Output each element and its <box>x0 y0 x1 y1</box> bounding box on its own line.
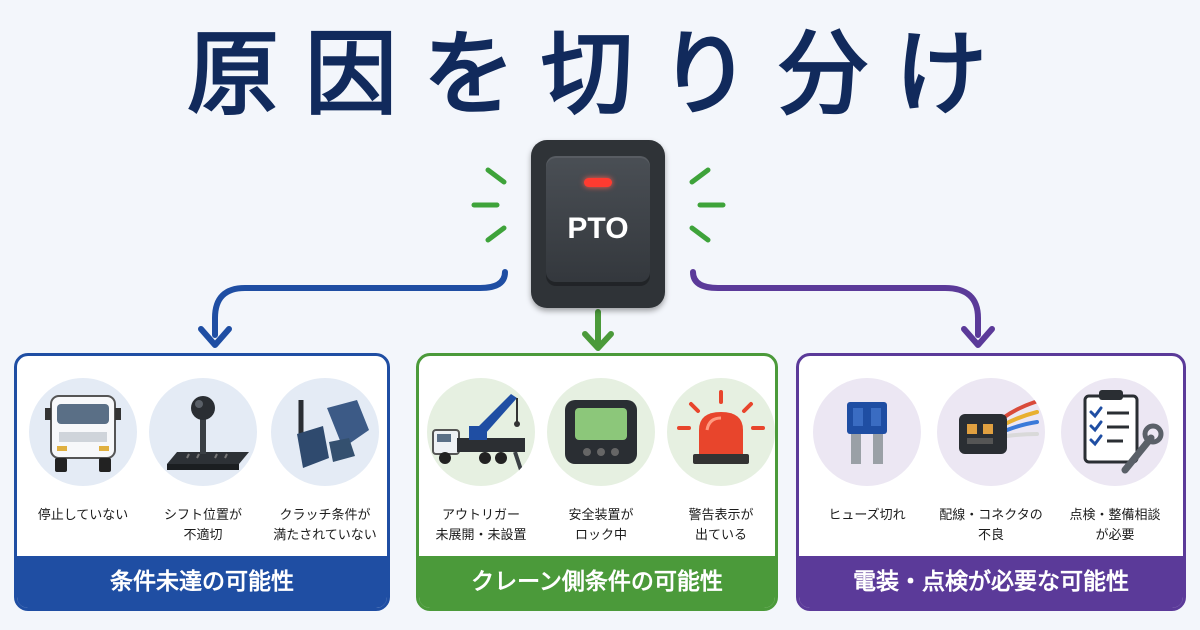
panel-footer-condition: 条件未達の可能性 <box>17 556 387 608</box>
arrow-head-green <box>582 331 614 351</box>
item-label: アウトリガー 未展開・未設置 <box>435 508 527 543</box>
truck-icon <box>29 378 137 486</box>
panel-footer-crane: クレーン側条件の可能性 <box>419 556 775 608</box>
shift-lever-icon <box>149 378 257 486</box>
item-label: 配線・コネクタの 不良 <box>939 508 1043 543</box>
safety-monitor-icon <box>547 378 655 486</box>
item-outrigger: アウトリガー 未展開・未設置 <box>425 378 537 546</box>
item-shift-position: シフト位置が 不適切 <box>147 378 259 546</box>
crane-truck-icon <box>427 378 535 486</box>
warning-light-icon <box>667 378 775 486</box>
item-label: クラッチ条件が 満たされていない <box>273 508 377 543</box>
pto-switch-rocker: PTO <box>546 156 650 286</box>
arrow-to-electrical-panel <box>690 269 981 338</box>
arrow-to-condition-panel <box>212 269 508 338</box>
arrow-head-blue <box>198 326 232 348</box>
spark-lines <box>471 167 726 243</box>
item-label: 停止していない <box>37 508 129 523</box>
connector-icon <box>937 378 1045 486</box>
fuse-icon <box>813 378 921 486</box>
item-label: ヒューズ切れ <box>828 508 906 523</box>
item-label: 警告表示が 出ている <box>688 508 754 543</box>
item-label: シフト位置が 不適切 <box>163 508 242 543</box>
checklist-wrench-icon <box>1061 378 1169 486</box>
item-inspection: 点検・整備相談 が必要 <box>1059 378 1171 546</box>
item-clutch-condition: クラッチ条件が 満たされていない <box>269 378 381 546</box>
panel-footer-electrical: 電装・点検が必要な可能性 <box>799 556 1183 608</box>
item-fuse: ヒューズ切れ <box>811 378 923 526</box>
panel-electrical: ヒューズ切れ 配線・コネクタの 不良 <box>796 353 1186 611</box>
page-title: 原因を切り分け <box>186 21 1013 128</box>
clutch-pedal-icon <box>271 378 379 486</box>
item-label: 安全装置が ロック中 <box>568 508 634 543</box>
pto-switch: PTO <box>531 140 665 308</box>
item-warning-display: 警告表示が 出ている <box>665 378 775 546</box>
arrow-head-purple <box>961 326 995 348</box>
pto-switch-label: PTO <box>567 212 629 245</box>
item-label: 点検・整備相談 が必要 <box>1069 508 1161 543</box>
item-safety-lock: 安全装置が ロック中 <box>545 378 657 546</box>
item-wiring-connector: 配線・コネクタの 不良 <box>935 378 1047 546</box>
indicator-led <box>584 178 612 187</box>
panel-crane: アウトリガー 未展開・未設置 安全装置が ロック中 <box>416 353 778 611</box>
panel-condition: 停止していない シフト位置が 不適切 <box>14 353 390 611</box>
item-not-stopped: 停止していない <box>27 378 139 526</box>
